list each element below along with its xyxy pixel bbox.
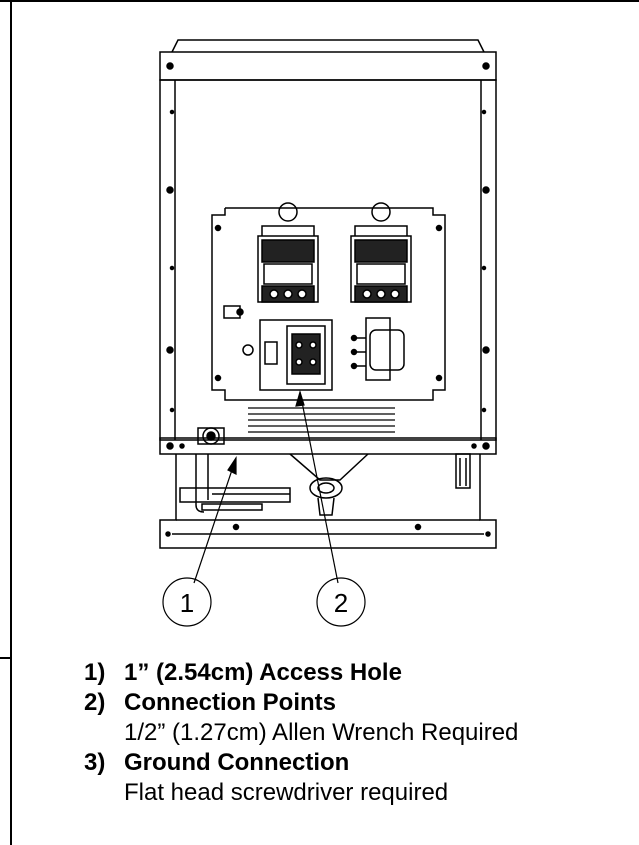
contactor-left	[257, 202, 319, 303]
legend-item-number: 2)	[84, 689, 106, 716]
transformer	[350, 317, 405, 381]
frame-left-border	[10, 0, 12, 660]
legend-item-title: Connection Points	[124, 689, 336, 716]
legend-item-ground-connection: 3) Ground Connection Flat head screwdriv…	[84, 748, 634, 808]
terminal-block	[242, 319, 333, 391]
vent-slots	[248, 407, 395, 433]
frame-left-border-lower	[10, 660, 12, 845]
leader-lines	[193, 389, 339, 584]
cabinet-body	[159, 79, 497, 441]
legend-item-title: 1” (2.54cm) Access Hole	[124, 659, 402, 686]
legend-item-note: Flat head screwdriver required	[124, 779, 449, 806]
legend-item-number: 3)	[84, 749, 106, 776]
frame-left-tick	[0, 657, 12, 659]
callout-1-label: 1	[180, 588, 194, 618]
top-cap	[159, 39, 497, 81]
equipment-drawing: 1 2	[159, 39, 497, 627]
electrical-panel	[211, 207, 446, 401]
contactor-right	[350, 202, 412, 303]
legend-item-number: 1)	[84, 659, 106, 686]
legend-item-note: 1/2” (1.27cm) Allen Wrench Required	[124, 719, 519, 746]
legend-item-access-hole: 1) 1” (2.54cm) Access Hole	[84, 658, 634, 688]
callout-1: 1	[162, 577, 212, 627]
legend: 1) 1” (2.54cm) Access Hole 2) Connection…	[84, 658, 634, 808]
legend-item-connection-points: 2) Connection Points 1/2” (1.27cm) Allen…	[84, 688, 634, 748]
callout-2-label: 2	[334, 588, 348, 618]
frame-top-border	[0, 0, 639, 2]
base-rail	[159, 427, 497, 455]
callout-2: 2	[316, 577, 366, 627]
legend-item-title: Ground Connection	[124, 749, 350, 776]
